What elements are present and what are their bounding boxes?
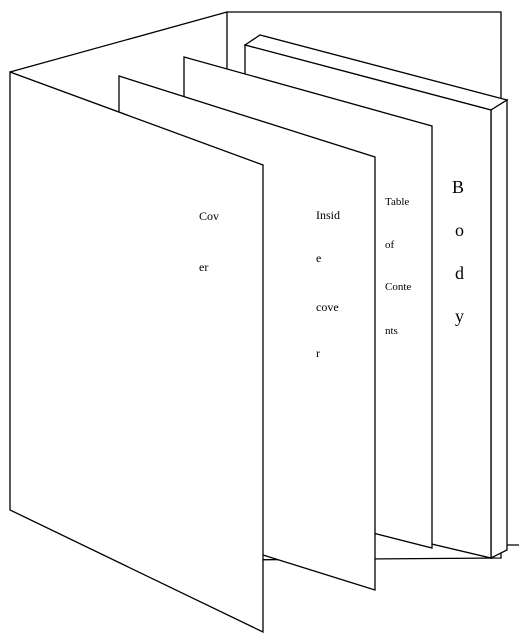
table-of-contents-label-line-1: Table xyxy=(385,196,409,208)
spine-lines xyxy=(9,11,228,73)
table-of-contents-label-line-2: of xyxy=(385,239,395,251)
table-of-contents-label-line-3: Conte xyxy=(385,281,411,293)
body-label-line-2: o xyxy=(455,220,464,240)
cover-label-line-1: Cov xyxy=(199,209,219,223)
table-of-contents-label-line-4: nts xyxy=(385,325,398,337)
inside-cover-label-line-4: r xyxy=(316,346,320,360)
body-label-line-3: d xyxy=(455,263,464,283)
inside-cover-label-line-3: cove xyxy=(316,300,339,314)
inside-cover-label-line-2: e xyxy=(316,251,321,265)
body-label-line-1: B xyxy=(452,177,464,197)
inside-cover-label-line-1: Insid xyxy=(316,208,340,222)
cover-label-line-2: er xyxy=(199,260,208,274)
page-cover: Cov er xyxy=(9,71,264,633)
body-label-line-4: y xyxy=(455,306,464,326)
